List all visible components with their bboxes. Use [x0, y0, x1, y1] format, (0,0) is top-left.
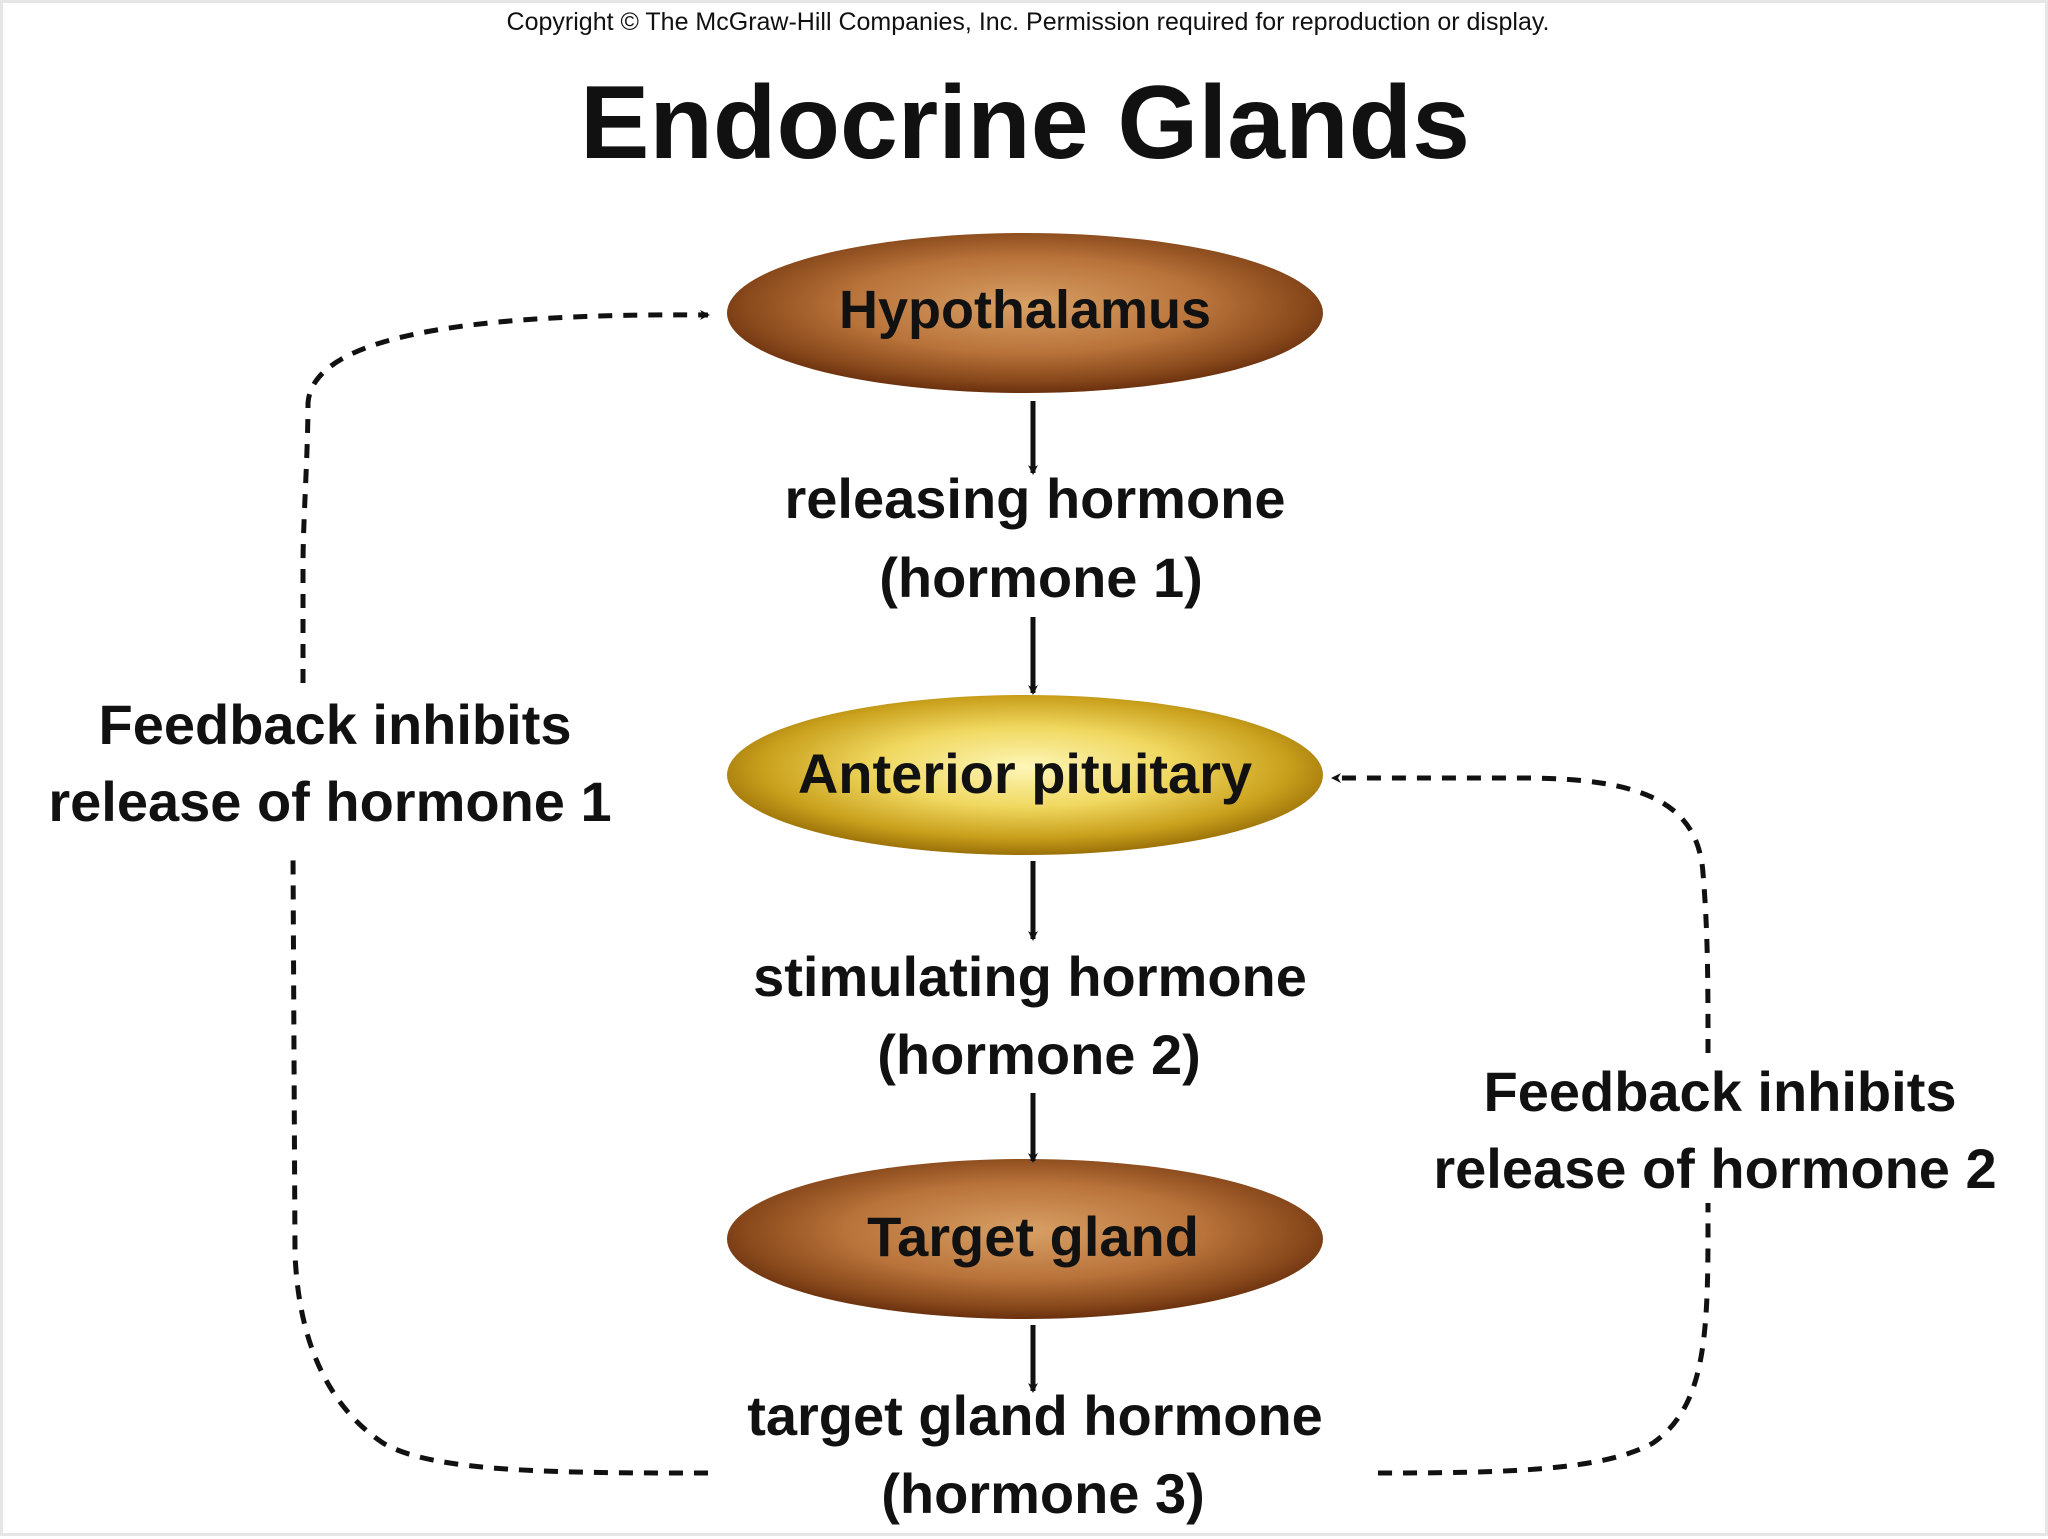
- endocrine-feedback-diagram: Copyright © The McGraw-Hill Companies, I…: [48, 8, 1996, 1525]
- copyright-notice: Copyright © The McGraw-Hill Companies, I…: [507, 8, 1550, 36]
- target-gland-label: Target gland: [867, 1205, 1199, 1268]
- hormone-2-label: stimulating hormone: [753, 945, 1307, 1008]
- hormone-1-label: releasing hormone: [784, 467, 1285, 530]
- feedback-right-line2: release of hormone 2: [1433, 1137, 1996, 1200]
- hormone-3-label: target gland hormone: [747, 1384, 1323, 1447]
- hormone-3-number: (hormone 3): [881, 1462, 1205, 1525]
- hypothalamus-label: Hypothalamus: [839, 280, 1211, 340]
- feedback-right-line1: Feedback inhibits: [1484, 1060, 1957, 1123]
- feedback-loop-left-lower: [290, 852, 709, 1476]
- anterior-pituitary-label: Anterior pituitary: [798, 742, 1252, 805]
- hormone-1-number: (hormone 1): [879, 546, 1203, 609]
- feedback-loop-right-lower: [1377, 1203, 1711, 1476]
- feedback-left-line2: release of hormone 1: [48, 770, 611, 833]
- anterior-pituitary-node: [727, 695, 1323, 855]
- hypothalamus-node: [727, 233, 1323, 393]
- hormone-2-number: (hormone 2): [877, 1023, 1201, 1086]
- diagram-title: Endocrine Glands: [580, 65, 1470, 181]
- feedback-loop-left-upper: [300, 309, 710, 684]
- target-gland-node: [727, 1159, 1323, 1319]
- feedback-left-line1: Feedback inhibits: [99, 693, 572, 756]
- feedback-loop-right-upper: [1331, 773, 1711, 1054]
